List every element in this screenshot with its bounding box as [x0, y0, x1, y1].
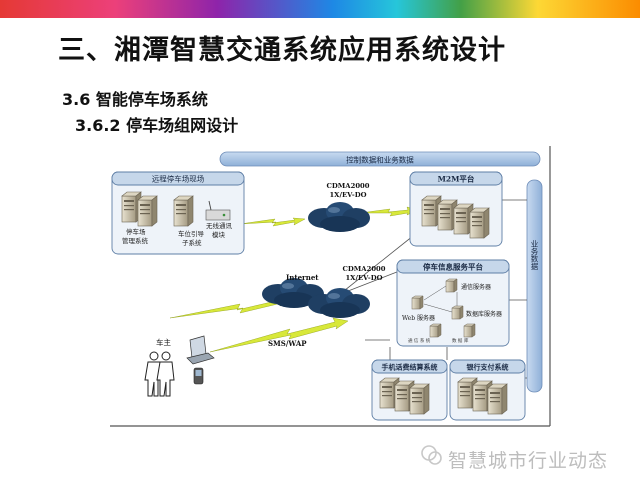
section-heading: 3.6 智能停车场系统 [62, 90, 208, 109]
internet-label: Internet [286, 273, 319, 282]
space-guidance-server-icon [173, 195, 194, 227]
laptop-icon [186, 335, 215, 365]
web-server-label: Web 服务器 [402, 314, 435, 322]
slide-title: 三、湘潭智慧交通系统应用系统设计 [58, 35, 506, 66]
small-label-b: 数 据 库 [452, 337, 469, 344]
wireless-links [169, 206, 419, 353]
web-server-icon [411, 295, 424, 310]
cloud-mid-line2: 1X/EV-DO [345, 274, 382, 282]
billing-system-panel: 手机话费结算系统 [371, 359, 448, 421]
server2-label-line2: 子系统 [182, 238, 202, 247]
top-color-stripe [0, 0, 640, 18]
top-bus-label: 控制数据和业务数据 [346, 155, 414, 165]
billing-server-icon-3 [409, 383, 430, 415]
cloud-mid-line1: CDMA2000 [342, 265, 385, 273]
car-owner-group: 车主 [144, 335, 215, 397]
server1-label-line2: 管理系统 [122, 236, 149, 245]
person-icon [144, 351, 175, 397]
modem-label-line2: 模块 [212, 230, 226, 239]
watermark-text: 智慧城市行业动态 [448, 450, 609, 472]
small-server-a-icon [429, 323, 442, 338]
server2-label-line1: 车位引导 [178, 229, 205, 238]
top-data-bus: 控制数据和业务数据 [219, 151, 541, 167]
subsection-heading: 3.6.2 停车场组网设计 [75, 116, 239, 135]
internet-cloud: Internet [262, 273, 324, 308]
m2m-title: M2M平台 [438, 174, 475, 184]
cloud-top-line2: 1X/EV-DO [329, 191, 366, 199]
remote-parking-site-panel: 远程停车场现场 停车场 管理系统 车位引导 子系统 无线通讯 模块 [111, 171, 245, 255]
m2m-server-icon-4 [469, 207, 490, 239]
modem-label-line1: 无线通讯 [206, 221, 233, 230]
wireless-modem-icon [205, 200, 231, 221]
bank-payment-panel: 银行支付系统 [449, 359, 526, 421]
billing-title: 手机话费结算系统 [382, 363, 438, 372]
small-label-a: 通 信 系 统 [408, 337, 431, 344]
comm-server-icon [445, 278, 458, 293]
network-diagram: 控制数据和业务数据 业务数据 远程停车场现场 停车场 管理系统 车位引导 子系统 [110, 146, 551, 427]
phone-icon [193, 367, 204, 385]
wechat-watermark-icon [421, 445, 442, 465]
sms-wap-label: SMS/WAP [268, 339, 307, 348]
cdma-cloud-top: CDMA2000 1X/EV-DO [308, 182, 370, 232]
db-server-icon [451, 305, 464, 320]
cloud-top-line1: CDMA2000 [326, 182, 369, 190]
cdma-cloud-mid: CDMA2000 1X/EV-DO [308, 265, 386, 318]
comm-server-label: 通信服务器 [461, 283, 491, 291]
right-bus-label: 业务数据 [530, 239, 539, 271]
m2m-platform-panel: M2M平台 [409, 171, 503, 247]
remote-site-title: 远程停车场现场 [152, 174, 205, 184]
db-server-label: 数据库服务器 [466, 310, 502, 318]
parking-info-title: 停车信息服务平台 [423, 262, 483, 272]
server1-label-line1: 停车场 [126, 227, 146, 236]
parking-management-server-icon-2 [137, 195, 158, 227]
right-data-bus: 业务数据 [526, 179, 543, 393]
bank-server-icon-3 [487, 383, 508, 415]
car-owner-label: 车主 [156, 337, 171, 347]
parking-info-platform-panel: 停车信息服务平台 通信服务器 Web 服务器 数据库服务器 通 信 系 统 数 … [396, 259, 510, 347]
small-server-b-icon [463, 323, 476, 338]
bank-title: 银行支付系统 [467, 363, 509, 372]
